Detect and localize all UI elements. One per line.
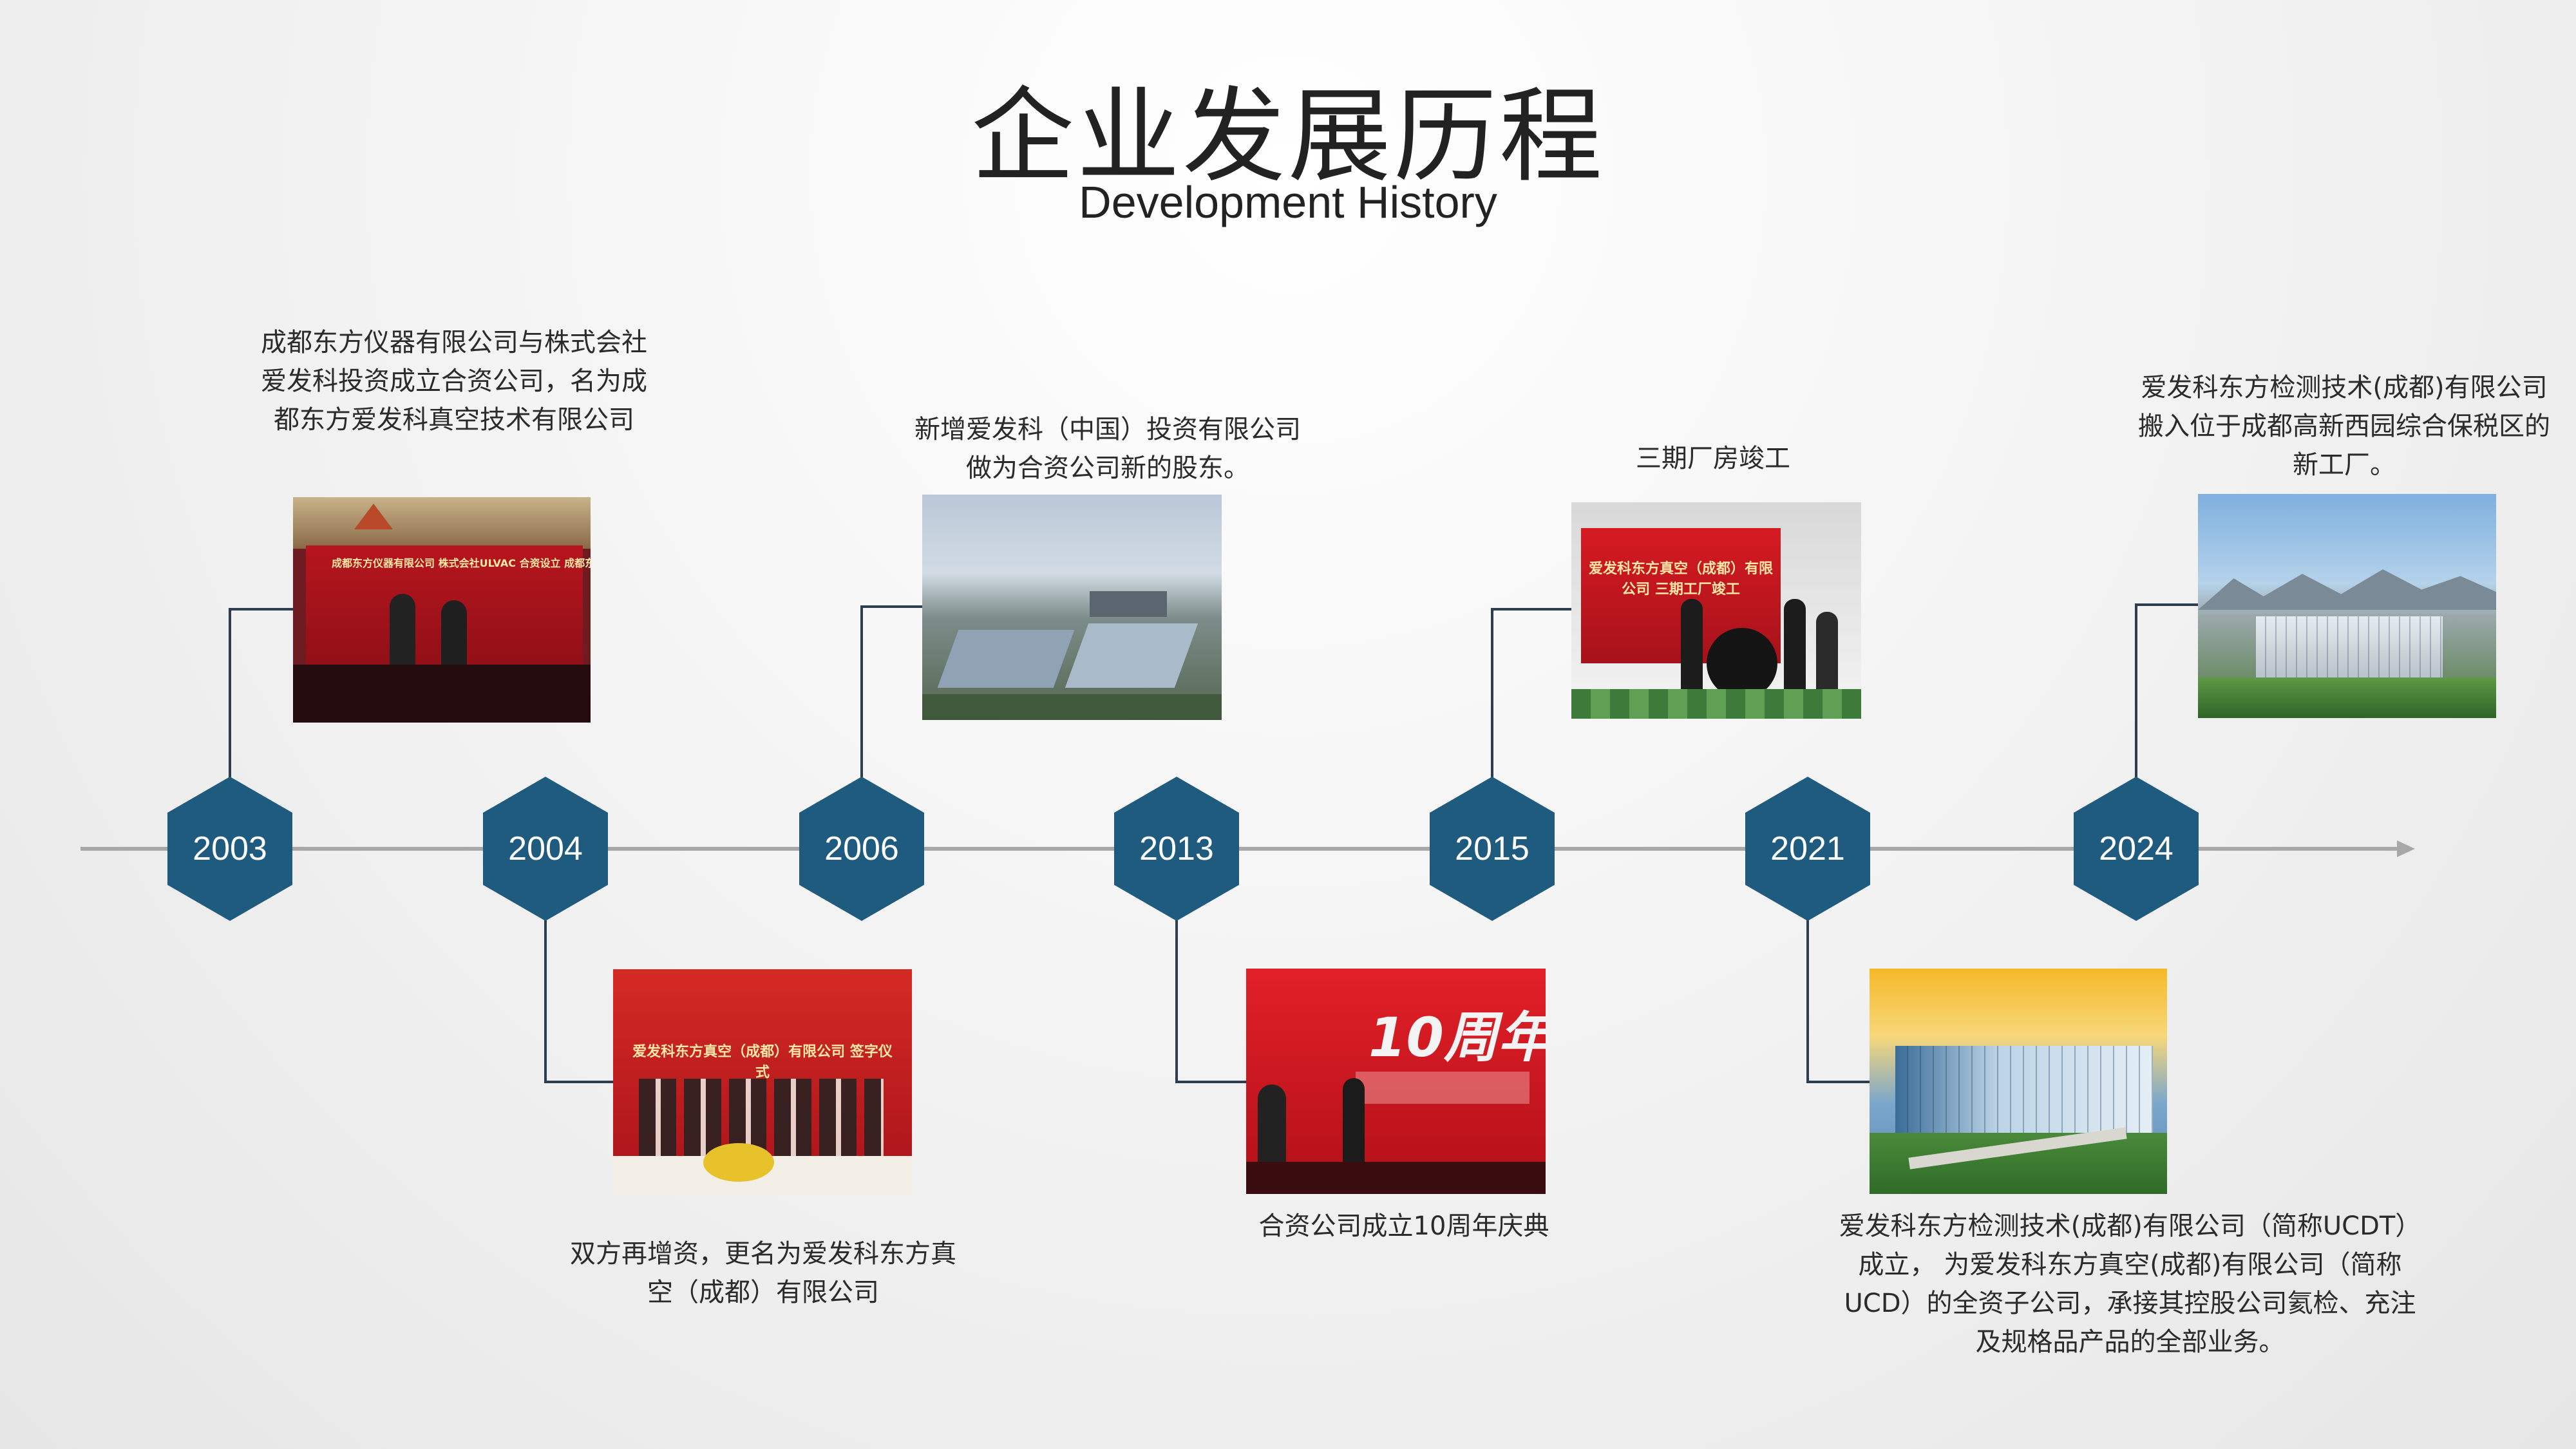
page-title: 企业发展历程 (971, 76, 1605, 196)
year-node-2004[interactable]: 2004 (483, 777, 608, 921)
photo-2006-aerial-factory (922, 495, 1222, 720)
photo-2015-banner-text: 爱发科东方真空（成都）有限公司 三期工厂竣工 (1588, 561, 1773, 598)
caption-2021: 爱发科东方检测技术(成都)有限公司（简称UCDT）成立， 为爱发科东方真空(成都… (1839, 1211, 2421, 1357)
photo-2004-signing-ceremony: 爱发科东方真空（成都）有限公司 签字仪式 (613, 969, 912, 1195)
caption-2003: 成都东方仪器有限公司与株式会社爱发科投资成立合资公司，名为成都东方爱发科真空技术… (261, 328, 647, 435)
page-subtitle: Development History (1079, 177, 1497, 227)
photo-2013-anniversary: 10周年庆典 (1246, 969, 1546, 1194)
photo-2003-signing-ceremony: 成都东方仪器有限公司 株式会社ULVAC 合资设立 成都东方爱发科真空技术有限公… (293, 497, 591, 723)
photo-2013-banner-text: 10周年庆典 (1368, 1006, 1546, 1069)
year-node-2003[interactable]: 2003 (167, 777, 292, 921)
photo-2021-new-building (1870, 969, 2167, 1194)
photo-2004-banner-text: 爱发科东方真空（成都）有限公司 签字仪式 (632, 1044, 893, 1081)
caption-2006: 新增爱发科（中国）投资有限公司做为合资公司新的股东。 (914, 415, 1301, 483)
caption-2004: 双方再增资，更名为爱发科东方真空（成都）有限公司 (570, 1239, 956, 1307)
photo-2024-new-factory (2198, 494, 2496, 718)
connector-2003 (229, 608, 293, 779)
connector-2013 (1175, 918, 1246, 1083)
year-node-2013[interactable]: 2013 (1114, 777, 1239, 921)
caption-2024: 爱发科东方检测技术(成都)有限公司搬入位于成都高新西园综合保税区的新工厂。 (2138, 373, 2550, 480)
caption-2013: 合资公司成立10周年庆典 (1258, 1211, 1549, 1241)
photo-2015-completion-ceremony: 爱发科东方真空（成都）有限公司 三期工厂竣工 (1571, 502, 1861, 719)
photo-2003-banner-text: 成都东方仪器有限公司 株式会社ULVAC 合资设立 成都东方爱发科真空技术有限公… (332, 557, 591, 569)
timeline-arrowhead (2397, 840, 2415, 857)
connector-2021 (1806, 918, 1870, 1083)
connector-2006 (860, 605, 922, 779)
connector-2024 (2135, 603, 2198, 779)
caption-2015: 三期厂房竣工 (1636, 444, 1790, 473)
connector-2015 (1491, 608, 1571, 779)
year-node-2006[interactable]: 2006 (799, 777, 924, 921)
connector-2004 (544, 918, 613, 1083)
